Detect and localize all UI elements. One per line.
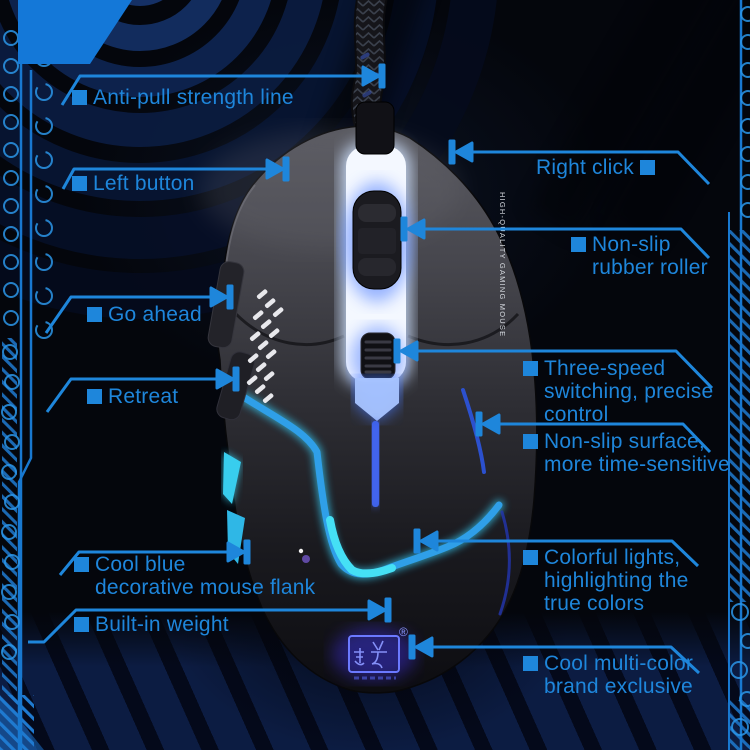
arrow-marker-icon [413,528,439,554]
bullet-square-icon [87,389,102,404]
callout-anti-pull: Anti-pull strength line [72,86,294,109]
callout-line-multi-color [408,634,701,675]
callout-label: highlighting the [544,569,689,592]
callout-line-right-click [448,139,711,186]
callout-line-rubber-roller [400,216,711,260]
led-v-stripe [240,388,511,616]
registered-mark: ® [399,625,408,639]
callout-label: Colorful lights, [544,546,681,569]
callout-label: decorative mouse flank [95,576,316,599]
callout-label: Three-speed [544,357,666,380]
dpi-button [351,326,405,390]
callout-label: true colors [544,592,645,615]
callout-line-three-speed [393,338,714,390]
bullet-square-icon [87,307,102,322]
callout-non-slip-surface: Non-slip surface, more time-sensitive [523,430,730,476]
callout-label: Anti-pull strength line [93,86,294,109]
arrow-marker-icon [367,597,392,623]
scroll-wheel [343,182,411,302]
callout-line-colorful-lights [413,528,700,568]
callout-label: more time-sensitive [544,453,730,476]
bullet-square-icon [74,557,89,572]
bullet-square-icon [523,361,538,376]
arrow-marker-icon [361,63,386,89]
callout-label: Right click [536,156,634,179]
arrow-marker-icon [215,366,240,392]
arrow-marker-icon [448,139,474,165]
callout-label: brand exclusive [544,675,693,698]
callout-line-cool-blue [58,539,251,576]
arrow-marker-icon [393,338,419,364]
frame-rings-right [730,6,750,736]
callout-line-built-in-weight [28,597,392,644]
callout-line-non-slip-surface [475,411,712,454]
callout-three-speed: Three-speed switching, precise control [523,357,713,426]
bullet-square-icon [74,617,89,632]
callout-label: Non-slip surface, [544,430,705,453]
arrow-marker-icon [475,411,501,437]
callout-label: Retreat [108,385,179,408]
callout-rubber-roller: Non-slip rubber roller [571,233,708,279]
callout-left-button: Left button [72,172,194,195]
arrow-marker-icon [209,284,234,310]
bullet-square-icon [72,176,87,191]
brand-logo: ® [332,625,416,681]
bullet-square-icon [523,550,538,565]
callout-cool-blue: Cool blue decorative mouse flank [74,553,315,599]
frame-right [728,0,750,750]
cable-collar [355,101,395,155]
led-pentagon [355,378,399,507]
callout-go-ahead: Go ahead [87,303,202,326]
callout-colorful-lights: Colorful lights, highlighting the true c… [523,546,688,615]
arrow-marker-icon [226,539,251,565]
callout-right-click: Right click [536,156,655,179]
arrow-marker-icon [408,634,434,660]
callout-label: switching, precise [544,380,714,403]
callout-multi-color: Cool multi-color brand exclusive [523,652,693,698]
arrow-marker-icon [265,156,290,182]
callout-line-go-ahead [44,284,234,334]
bullet-square-icon [72,90,87,105]
callout-built-in-weight: Built-in weight [74,613,229,636]
callout-label: Cool blue [95,553,186,576]
bullet-square-icon [639,160,655,175]
callout-line-retreat [45,366,240,413]
arrow-marker-icon [400,216,426,242]
callout-label: Cool multi-color [544,652,694,675]
callout-label: Built-in weight [95,613,229,636]
bullet-square-icon [571,237,586,252]
bullet-square-icon [523,656,538,671]
callout-label: Go ahead [108,303,202,326]
callout-line-left-button [61,156,290,190]
callout-line-anti-pull [60,63,386,106]
callout-retreat: Retreat [87,385,178,408]
callout-label: control [544,403,609,426]
callout-label: Non-slip [592,233,671,256]
callout-label: rubber roller [592,256,708,279]
shell-dash-pattern [246,289,284,403]
frame-corner-block [18,0,132,64]
bullet-square-icon [523,434,538,449]
callout-label: Left button [93,172,195,195]
frame-left [0,0,132,750]
shell-text: HIGH-QUALITY GAMING MOUSE [498,192,507,337]
